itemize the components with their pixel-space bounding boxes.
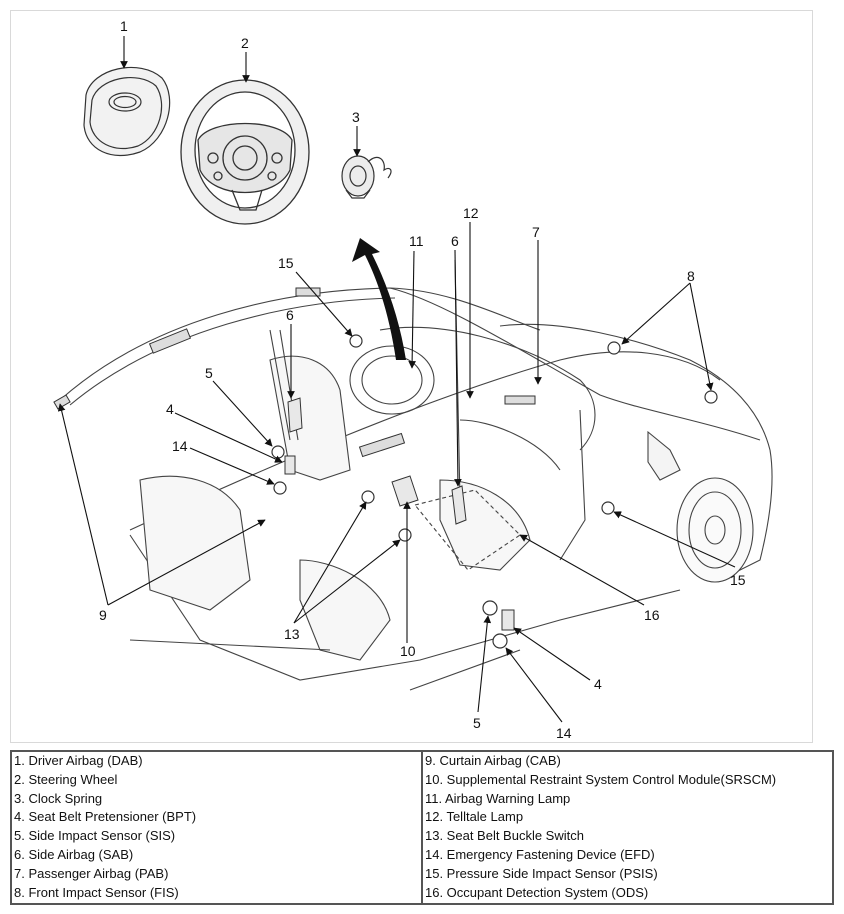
callout-8: 8 <box>687 268 695 284</box>
callout-10: 10 <box>400 643 416 659</box>
callout-4a: 4 <box>166 401 174 417</box>
callout-9: 9 <box>99 607 107 623</box>
callout-6b: 6 <box>451 233 459 249</box>
diagram-frame <box>10 10 813 743</box>
callout-11: 11 <box>409 233 424 249</box>
callout-12: 12 <box>463 205 479 221</box>
callout-3: 3 <box>352 109 360 125</box>
callout-5b: 5 <box>473 715 481 731</box>
legend-item: 5. Side Impact Sensor (SIS) <box>14 828 176 844</box>
legend-item: 12. Telltale Lamp <box>425 809 524 825</box>
legend-item: 15. Pressure Side Impact Sensor (PSIS) <box>425 865 658 881</box>
legend-item: 11. Airbag Warning Lamp <box>425 790 571 806</box>
legend-item: 14. Emergency Fastening Device (EFD) <box>425 846 655 862</box>
callout-16: 16 <box>644 607 660 623</box>
legend-item: 4. Seat Belt Pretensioner (BPT) <box>14 809 197 825</box>
vehicle-outline <box>59 259 773 691</box>
legend-item: 1. Driver Airbag (DAB) <box>14 753 143 768</box>
legend-column-left: 1. Driver Airbag (DAB) 2. Steering Wheel… <box>12 752 421 903</box>
legend-item: 16. Occupant Detection System (ODS) <box>425 884 649 900</box>
callout-5a: 5 <box>205 365 213 381</box>
legend-item: 7. Passenger Airbag (PAB) <box>14 865 169 881</box>
clock-spring-illustration <box>341 155 392 199</box>
legend-item: 13. Seat Belt Buckle Switch <box>425 828 584 844</box>
callout-15a: 15 <box>278 255 294 271</box>
callout-1: 1 <box>120 18 128 34</box>
callout-14a: 14 <box>172 438 188 454</box>
driver-airbag-illustration <box>83 66 171 157</box>
callout-14b: 14 <box>556 725 572 741</box>
legend-item: 2. Steering Wheel <box>14 771 118 787</box>
callout-7: 7 <box>532 224 540 240</box>
legend-item: 6. Side Airbag (SAB) <box>14 846 134 862</box>
legend-item: 10. Supplemental Restraint System Contro… <box>425 771 777 787</box>
callout-labels: 1 2 3 4 4 5 5 6 6 7 8 9 10 11 12 13 14 1… <box>99 18 746 741</box>
legend-column-right: 9. Curtain Airbag (CAB) 10. Supplemental… <box>421 752 832 903</box>
sensor-circles <box>271 334 718 649</box>
legend-table: 1. Driver Airbag (DAB) 2. Steering Wheel… <box>10 750 834 905</box>
callout-2: 2 <box>241 35 249 51</box>
callout-6a: 6 <box>286 307 294 323</box>
removal-arrow-icon <box>352 238 406 360</box>
legend-item: 8. Front Impact Sensor (FIS) <box>14 884 179 900</box>
steering-wheel-illustration <box>180 79 310 225</box>
component-shapes <box>284 397 515 631</box>
legend-item: 9. Curtain Airbag (CAB) <box>425 753 561 768</box>
legend-item: 3. Clock Spring <box>14 790 103 806</box>
callout-4b: 4 <box>594 676 602 692</box>
leader-lines <box>57 36 736 723</box>
airbag-system-diagram: 1 2 3 4 4 5 5 6 6 7 8 9 10 11 12 13 14 1… <box>53 18 773 741</box>
callout-13: 13 <box>284 626 300 642</box>
callout-15b: 15 <box>730 572 746 588</box>
